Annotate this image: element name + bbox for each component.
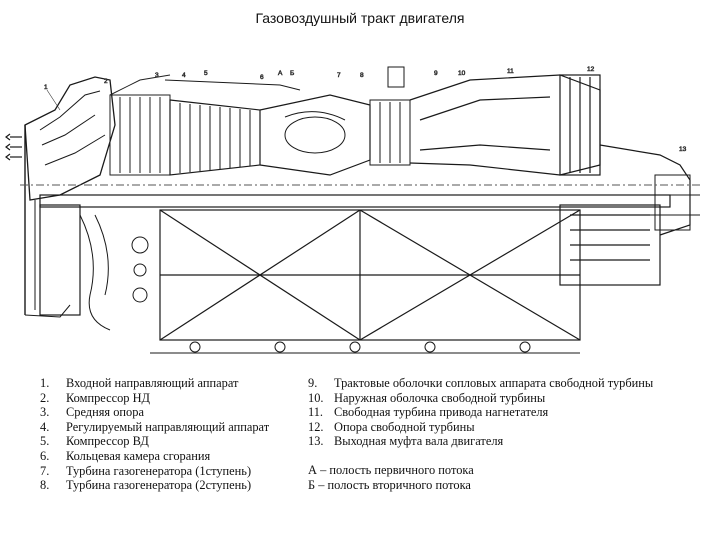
legend-item-1: 1.Входной направляющий аппарат	[40, 376, 239, 390]
callout-b: Б	[290, 70, 294, 77]
legend-right: 9.Трактовые оболочки сопловых аппарата с…	[308, 376, 708, 492]
legend-item-2: 2.Компрессор НД	[40, 390, 150, 405]
legend-item-12: 12.Опора свободной турбины	[308, 419, 475, 434]
inlet-casing	[24, 76, 116, 318]
callouts: 1 2 3 4 5 6 А Б 7 8 9 10 11 12 13	[44, 66, 687, 154]
callout-12: 12	[587, 66, 595, 73]
gas-generator-turbine	[369, 66, 411, 166]
frame-feet	[150, 341, 580, 354]
legend-item-11: 11.Свободная турбина привода нагнетателя	[308, 405, 549, 420]
callout-2: 2	[104, 78, 108, 85]
legend-left: 1.Входной направляющий аппарат 2.Компрес…	[40, 376, 302, 493]
callout-a: А	[278, 70, 283, 77]
callout-1: 1	[44, 84, 48, 91]
flow-legend-secondary: Б – полость вторичного потока	[308, 477, 471, 492]
free-turbine-casing	[409, 74, 601, 176]
combustion-chamber	[259, 94, 371, 176]
low-pressure-compressor	[109, 74, 171, 176]
support-frame	[39, 194, 671, 341]
legend-item-9: 9.Трактовые оболочки сопловых аппарата с…	[308, 376, 654, 390]
callout-8: 8	[360, 72, 364, 79]
inlet-flow-arrows	[5, 133, 22, 161]
callout-4: 4	[182, 72, 186, 79]
flow-legend-primary: А – полость первичного потока	[308, 462, 474, 477]
legend-item-3: 3.Средняя опора	[40, 405, 144, 420]
accessory-piping	[79, 214, 149, 331]
legend-item-4: 4.Регулируемый направляющий аппарат	[40, 419, 270, 434]
legend-item-7: 7.Турбина газогенератора (1ступень)	[40, 463, 252, 478]
callout-13: 13	[679, 146, 687, 153]
engine-cross-section-drawing: 1 2 3 4 5 6 А Б 7 8 9 10 11 12 13	[5, 66, 700, 354]
callout-11: 11	[507, 68, 514, 75]
callout-9: 9	[434, 70, 438, 77]
high-pressure-compressor	[164, 79, 301, 176]
legend-item-5: 5.Компрессор ВД	[40, 434, 149, 449]
callout-3: 3	[155, 72, 159, 79]
legend-item-10: 10.Наружная оболочка свободной турбины	[308, 390, 546, 405]
callout-6: 6	[260, 74, 264, 81]
page-title: Газовоздушный тракт двигателя	[255, 10, 465, 26]
legend-item-6: 6.Кольцевая камера сгорания	[40, 448, 211, 463]
callout-10: 10	[458, 70, 466, 77]
callout-7: 7	[337, 72, 341, 79]
callout-5: 5	[204, 70, 208, 77]
legend-item-8: 8.Турбина газогенератора (2ступень)	[40, 478, 252, 493]
legend-item-13: 13.Выходная муфта вала двигателя	[308, 434, 504, 449]
output-shaft	[599, 144, 700, 236]
